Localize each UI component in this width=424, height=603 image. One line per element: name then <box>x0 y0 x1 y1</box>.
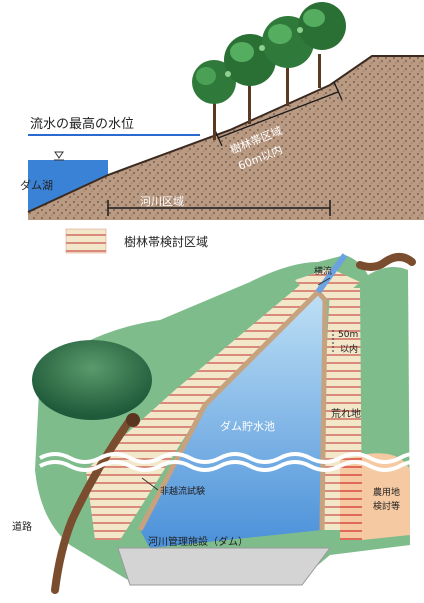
legend: 樹林帯検討区域 <box>65 228 208 254</box>
farmland-label-line1: 農用地 <box>373 486 400 498</box>
legend-label: 樹林帯検討区域 <box>124 234 208 249</box>
legend-swatch <box>65 228 107 254</box>
dam-structure <box>117 547 332 586</box>
road-label: 道路 <box>12 520 32 533</box>
farmland-area <box>362 453 410 540</box>
forest-zone-dimension <box>217 91 339 139</box>
forest-trees <box>192 2 346 140</box>
intake-label: 横流 <box>314 265 332 277</box>
water-level-marker-icon <box>54 151 64 159</box>
flow-test-label: 非越流試験 <box>160 485 205 497</box>
river-zone-label: 河川区域 <box>140 195 184 208</box>
section-profile: 流水の最高の水位 ダム湖 河川区域 樹林帯区域 60m以内 <box>20 2 424 220</box>
river-inlet <box>315 253 348 294</box>
plan-view: 横流 50m 以内 ダム貯水池 荒れ地 農用地 検討等 非越流試験 道路 河川管… <box>12 253 422 594</box>
reservoir-label-plan: ダム貯水池 <box>220 419 275 433</box>
break-line <box>39 452 422 464</box>
road-node <box>126 413 140 427</box>
plan-reservoir-water <box>140 292 325 548</box>
reservoir-label: ダム湖 <box>20 178 53 192</box>
farmland-label-line2: 検討等 <box>373 500 400 512</box>
hill <box>32 340 152 420</box>
dam-label: 河川管理施設（ダム） <box>148 535 248 548</box>
slope-line <box>27 55 424 213</box>
farmland-top-label: 荒れ地 <box>331 407 361 420</box>
width-label-line1: 50m <box>338 330 358 340</box>
width-label-line2: 以内 <box>340 343 358 355</box>
road-path <box>51 416 134 594</box>
max-water-level-label: 流水の最高の水位 <box>30 116 134 132</box>
